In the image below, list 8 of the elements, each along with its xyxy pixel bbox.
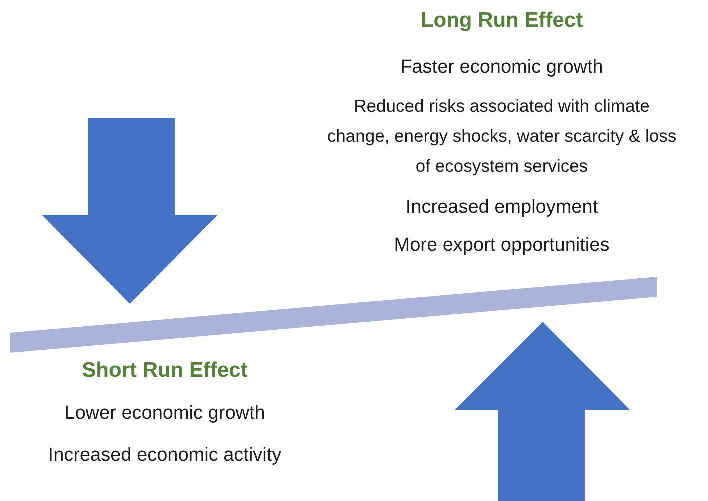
section-heading: Long Run Effect (420, 8, 584, 34)
effect-text: Increased economic activity (47, 444, 283, 468)
effect-text: More export opportunities (393, 234, 611, 258)
effect-text: Lower economic growth (64, 402, 266, 426)
effect-text: Increased employment (404, 196, 600, 220)
section-heading: Short Run Effect (81, 358, 249, 384)
effect-text: Faster economic growth (400, 56, 604, 80)
effect-text: Reduced risks associated with climate change, energy shocks, water scarcity & loss of ecosystem services (326, 95, 678, 178)
